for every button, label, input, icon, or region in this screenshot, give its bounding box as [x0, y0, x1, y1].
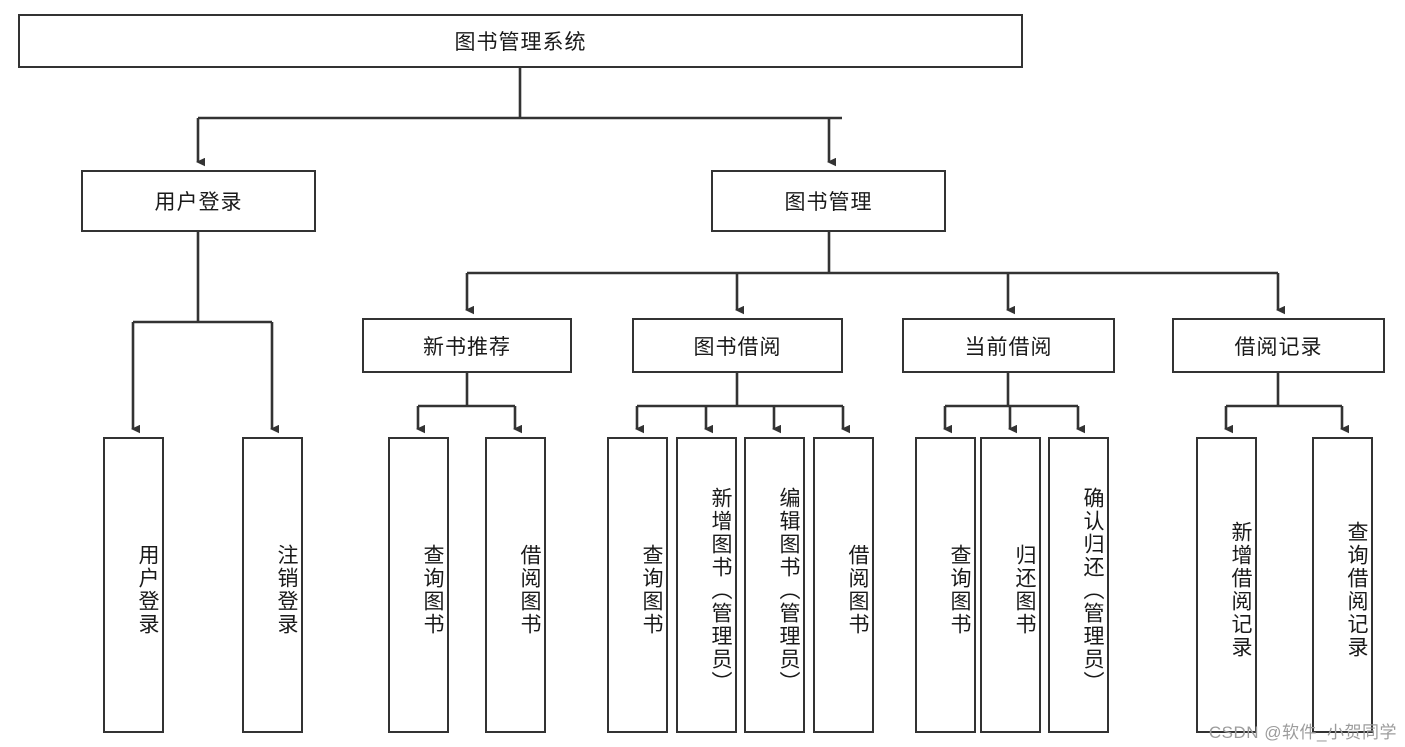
node-label: 当前借阅 — [964, 335, 1053, 359]
node-label: 借阅图书 — [846, 544, 869, 636]
node-label: 借阅图书 — [518, 544, 541, 636]
node-label: 查询图书 — [640, 544, 663, 636]
node-new-book-recommend[interactable]: 新书推荐 — [362, 318, 572, 373]
leaf-borrow-record-query-record[interactable]: 查询借阅记录 — [1312, 437, 1373, 733]
node-book-management[interactable]: 图书管理 — [711, 170, 946, 232]
node-book-borrow[interactable]: 图书借阅 — [632, 318, 843, 373]
node-label: 注销登录 — [275, 544, 298, 636]
leaf-book-borrow-edit-book-admin[interactable]: 编辑图书（管理员） — [744, 437, 805, 733]
node-label: 新书推荐 — [423, 335, 511, 359]
node-label: 用户登录 — [136, 544, 159, 636]
node-label: 新增借阅记录 — [1229, 521, 1252, 659]
leaf-new-book-query-book[interactable]: 查询图书 — [388, 437, 449, 733]
node-current-borrow[interactable]: 当前借阅 — [902, 318, 1115, 373]
leaf-borrow-record-add-record[interactable]: 新增借阅记录 — [1196, 437, 1257, 733]
leaf-book-borrow-query-book[interactable]: 查询图书 — [607, 437, 668, 733]
watermark: CSDN @软件_小贺同学 — [1208, 723, 1397, 742]
leaf-new-book-borrow-book[interactable]: 借阅图书 — [485, 437, 546, 733]
node-label: 查询图书 — [421, 544, 444, 636]
node-label: 新增图书（管理员） — [709, 486, 732, 694]
node-label: 查询借阅记录 — [1345, 521, 1368, 659]
leaf-current-borrow-confirm-return-admin[interactable]: 确认归还（管理员） — [1048, 437, 1109, 733]
node-user-login[interactable]: 用户登录 — [81, 170, 316, 232]
node-borrow-record[interactable]: 借阅记录 — [1172, 318, 1385, 373]
leaf-current-borrow-return-book[interactable]: 归还图书 — [980, 437, 1041, 733]
node-label: 用户登录 — [154, 191, 243, 214]
node-label: 查询图书 — [948, 544, 971, 636]
leaf-user-login-login[interactable]: 用户登录 — [103, 437, 164, 733]
node-root-book-management-system[interactable]: 图书管理系统 — [18, 14, 1023, 68]
node-label: 图书管理系统 — [454, 31, 587, 54]
node-label: 借阅记录 — [1234, 335, 1323, 359]
leaf-book-borrow-add-book-admin[interactable]: 新增图书（管理员） — [676, 437, 737, 733]
node-label: 图书管理 — [784, 191, 873, 214]
leaf-book-borrow-borrow-book[interactable]: 借阅图书 — [813, 437, 874, 733]
node-label: 编辑图书（管理员） — [777, 486, 800, 694]
node-label: 确认归还（管理员） — [1081, 486, 1104, 694]
node-label: 归还图书 — [1013, 544, 1036, 636]
node-label: 图书借阅 — [693, 335, 782, 359]
leaf-user-login-logout[interactable]: 注销登录 — [242, 437, 303, 733]
leaf-current-borrow-query-book[interactable]: 查询图书 — [915, 437, 976, 733]
